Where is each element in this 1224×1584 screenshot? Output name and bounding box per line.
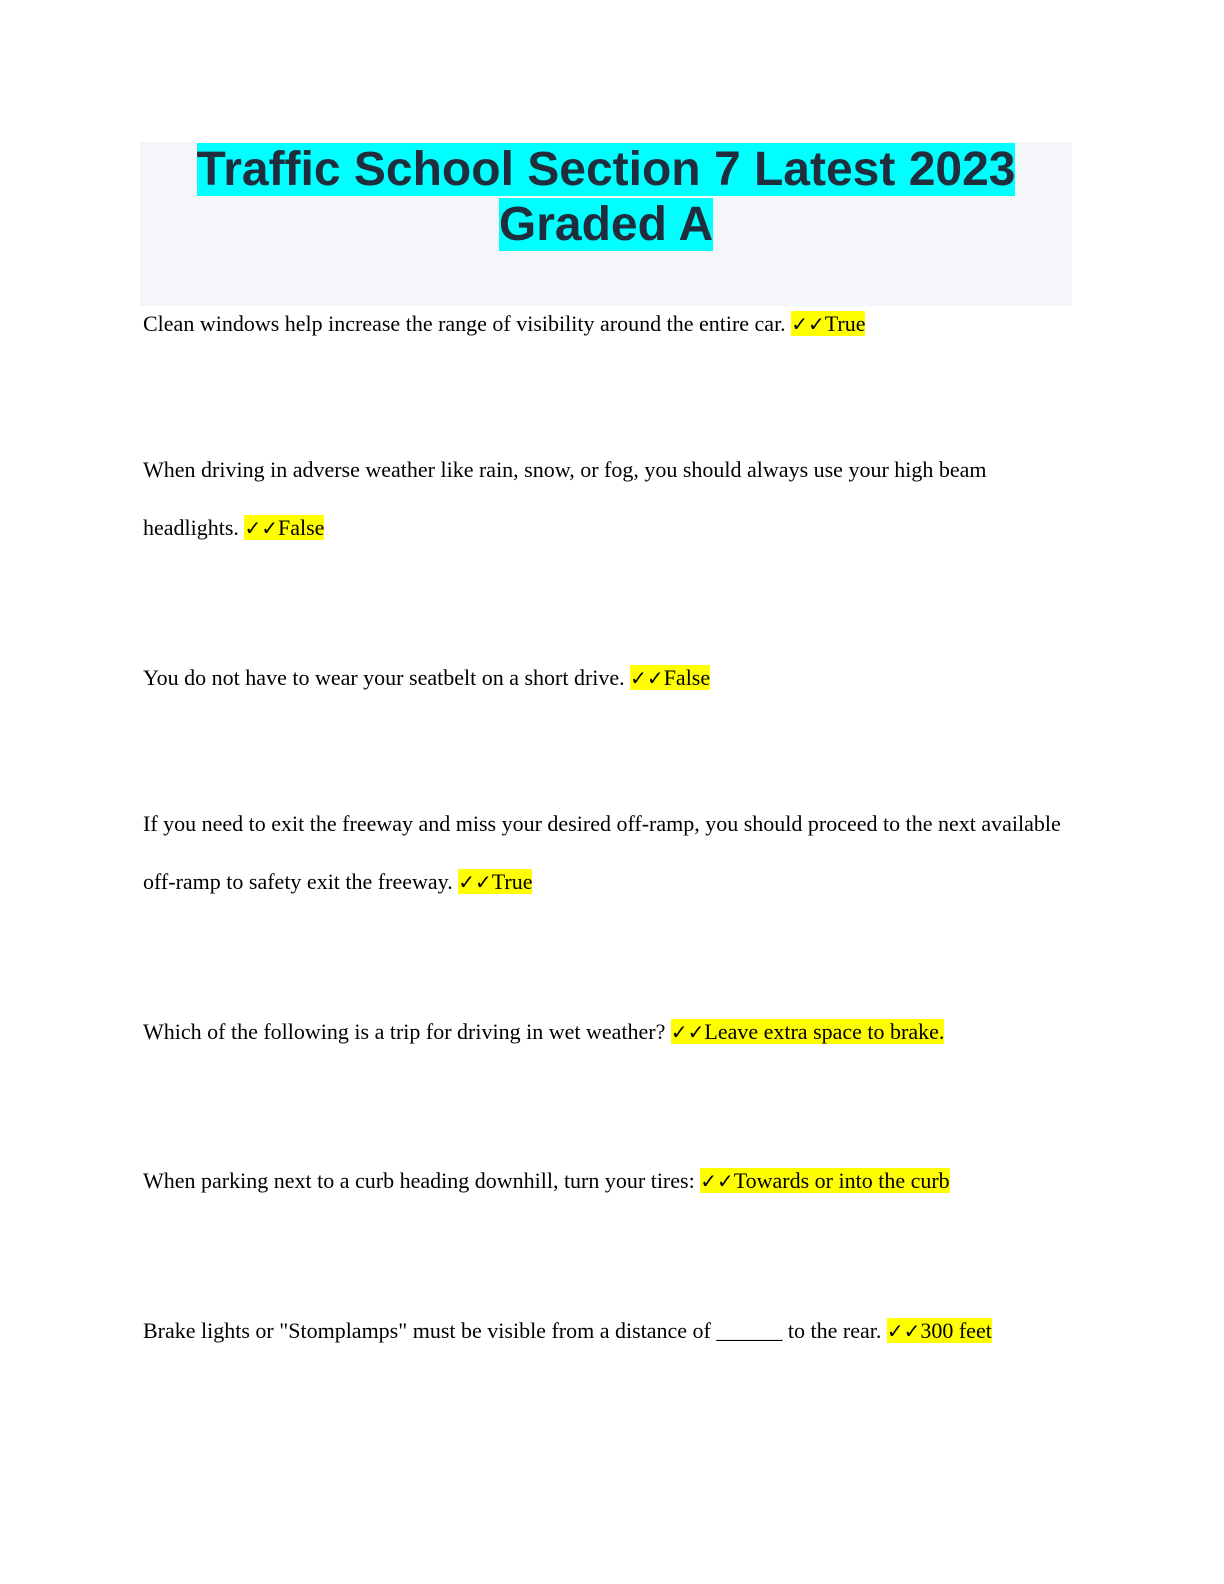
question-item-5: Which of the following is a trip for dri… <box>143 1003 1063 1061</box>
question-item-3: You do not have to wear your seatbelt on… <box>143 649 1063 707</box>
answer-text: True <box>491 869 533 894</box>
answer-text: Leave extra space to brake. <box>704 1019 945 1044</box>
question-item-6: When parking next to a curb heading down… <box>143 1152 1063 1210</box>
question-text: When parking next to a curb heading down… <box>143 1168 695 1193</box>
answer-highlight: ✓✓True <box>458 869 533 894</box>
check-mark-icon: ✓✓ <box>700 1169 734 1193</box>
answer-highlight: ✓✓True <box>791 311 866 336</box>
answer-text: True <box>824 311 866 336</box>
page-title: Traffic School Section 7 Latest 2023 Gra… <box>140 142 1072 252</box>
answer-highlight: ✓✓Leave extra space to brake. <box>670 1019 945 1044</box>
question-item-4: If you need to exit the freeway and miss… <box>143 795 1063 911</box>
check-mark-icon: ✓✓ <box>458 870 492 894</box>
check-mark-icon: ✓✓ <box>791 312 825 336</box>
answer-highlight: ✓✓Towards or into the curb <box>700 1168 950 1193</box>
question-item-1: Clean windows help increase the range of… <box>143 295 1063 353</box>
answer-highlight: ✓✓False <box>630 665 711 690</box>
question-text: If you need to exit the freeway and miss… <box>143 811 1061 894</box>
answer-text: Towards or into the curb <box>733 1168 950 1193</box>
check-mark-icon: ✓✓ <box>244 516 278 540</box>
question-text: Which of the following is a trip for dri… <box>143 1019 666 1044</box>
answer-text: False <box>663 665 711 690</box>
check-mark-icon: ✓✓ <box>886 1319 921 1343</box>
question-text: You do not have to wear your seatbelt on… <box>143 665 625 690</box>
page-title-text: Traffic School Section 7 Latest 2023 Gra… <box>196 143 1016 251</box>
question-text: Brake lights or "Stomplamps" must be vis… <box>143 1318 882 1343</box>
answer-text: 300 feet <box>920 1318 992 1343</box>
answer-highlight: ✓✓300 feet <box>886 1318 992 1343</box>
check-mark-icon: ✓✓ <box>630 666 664 690</box>
question-text: Clean windows help increase the range of… <box>143 311 786 336</box>
check-mark-icon: ✓✓ <box>670 1020 705 1044</box>
answer-highlight: ✓✓False <box>244 515 325 540</box>
question-item-7: Brake lights or "Stomplamps" must be vis… <box>143 1302 1063 1360</box>
question-text: When driving in adverse weather like rai… <box>143 457 987 540</box>
answer-text: False <box>277 515 325 540</box>
question-item-2: When driving in adverse weather like rai… <box>143 441 1063 557</box>
